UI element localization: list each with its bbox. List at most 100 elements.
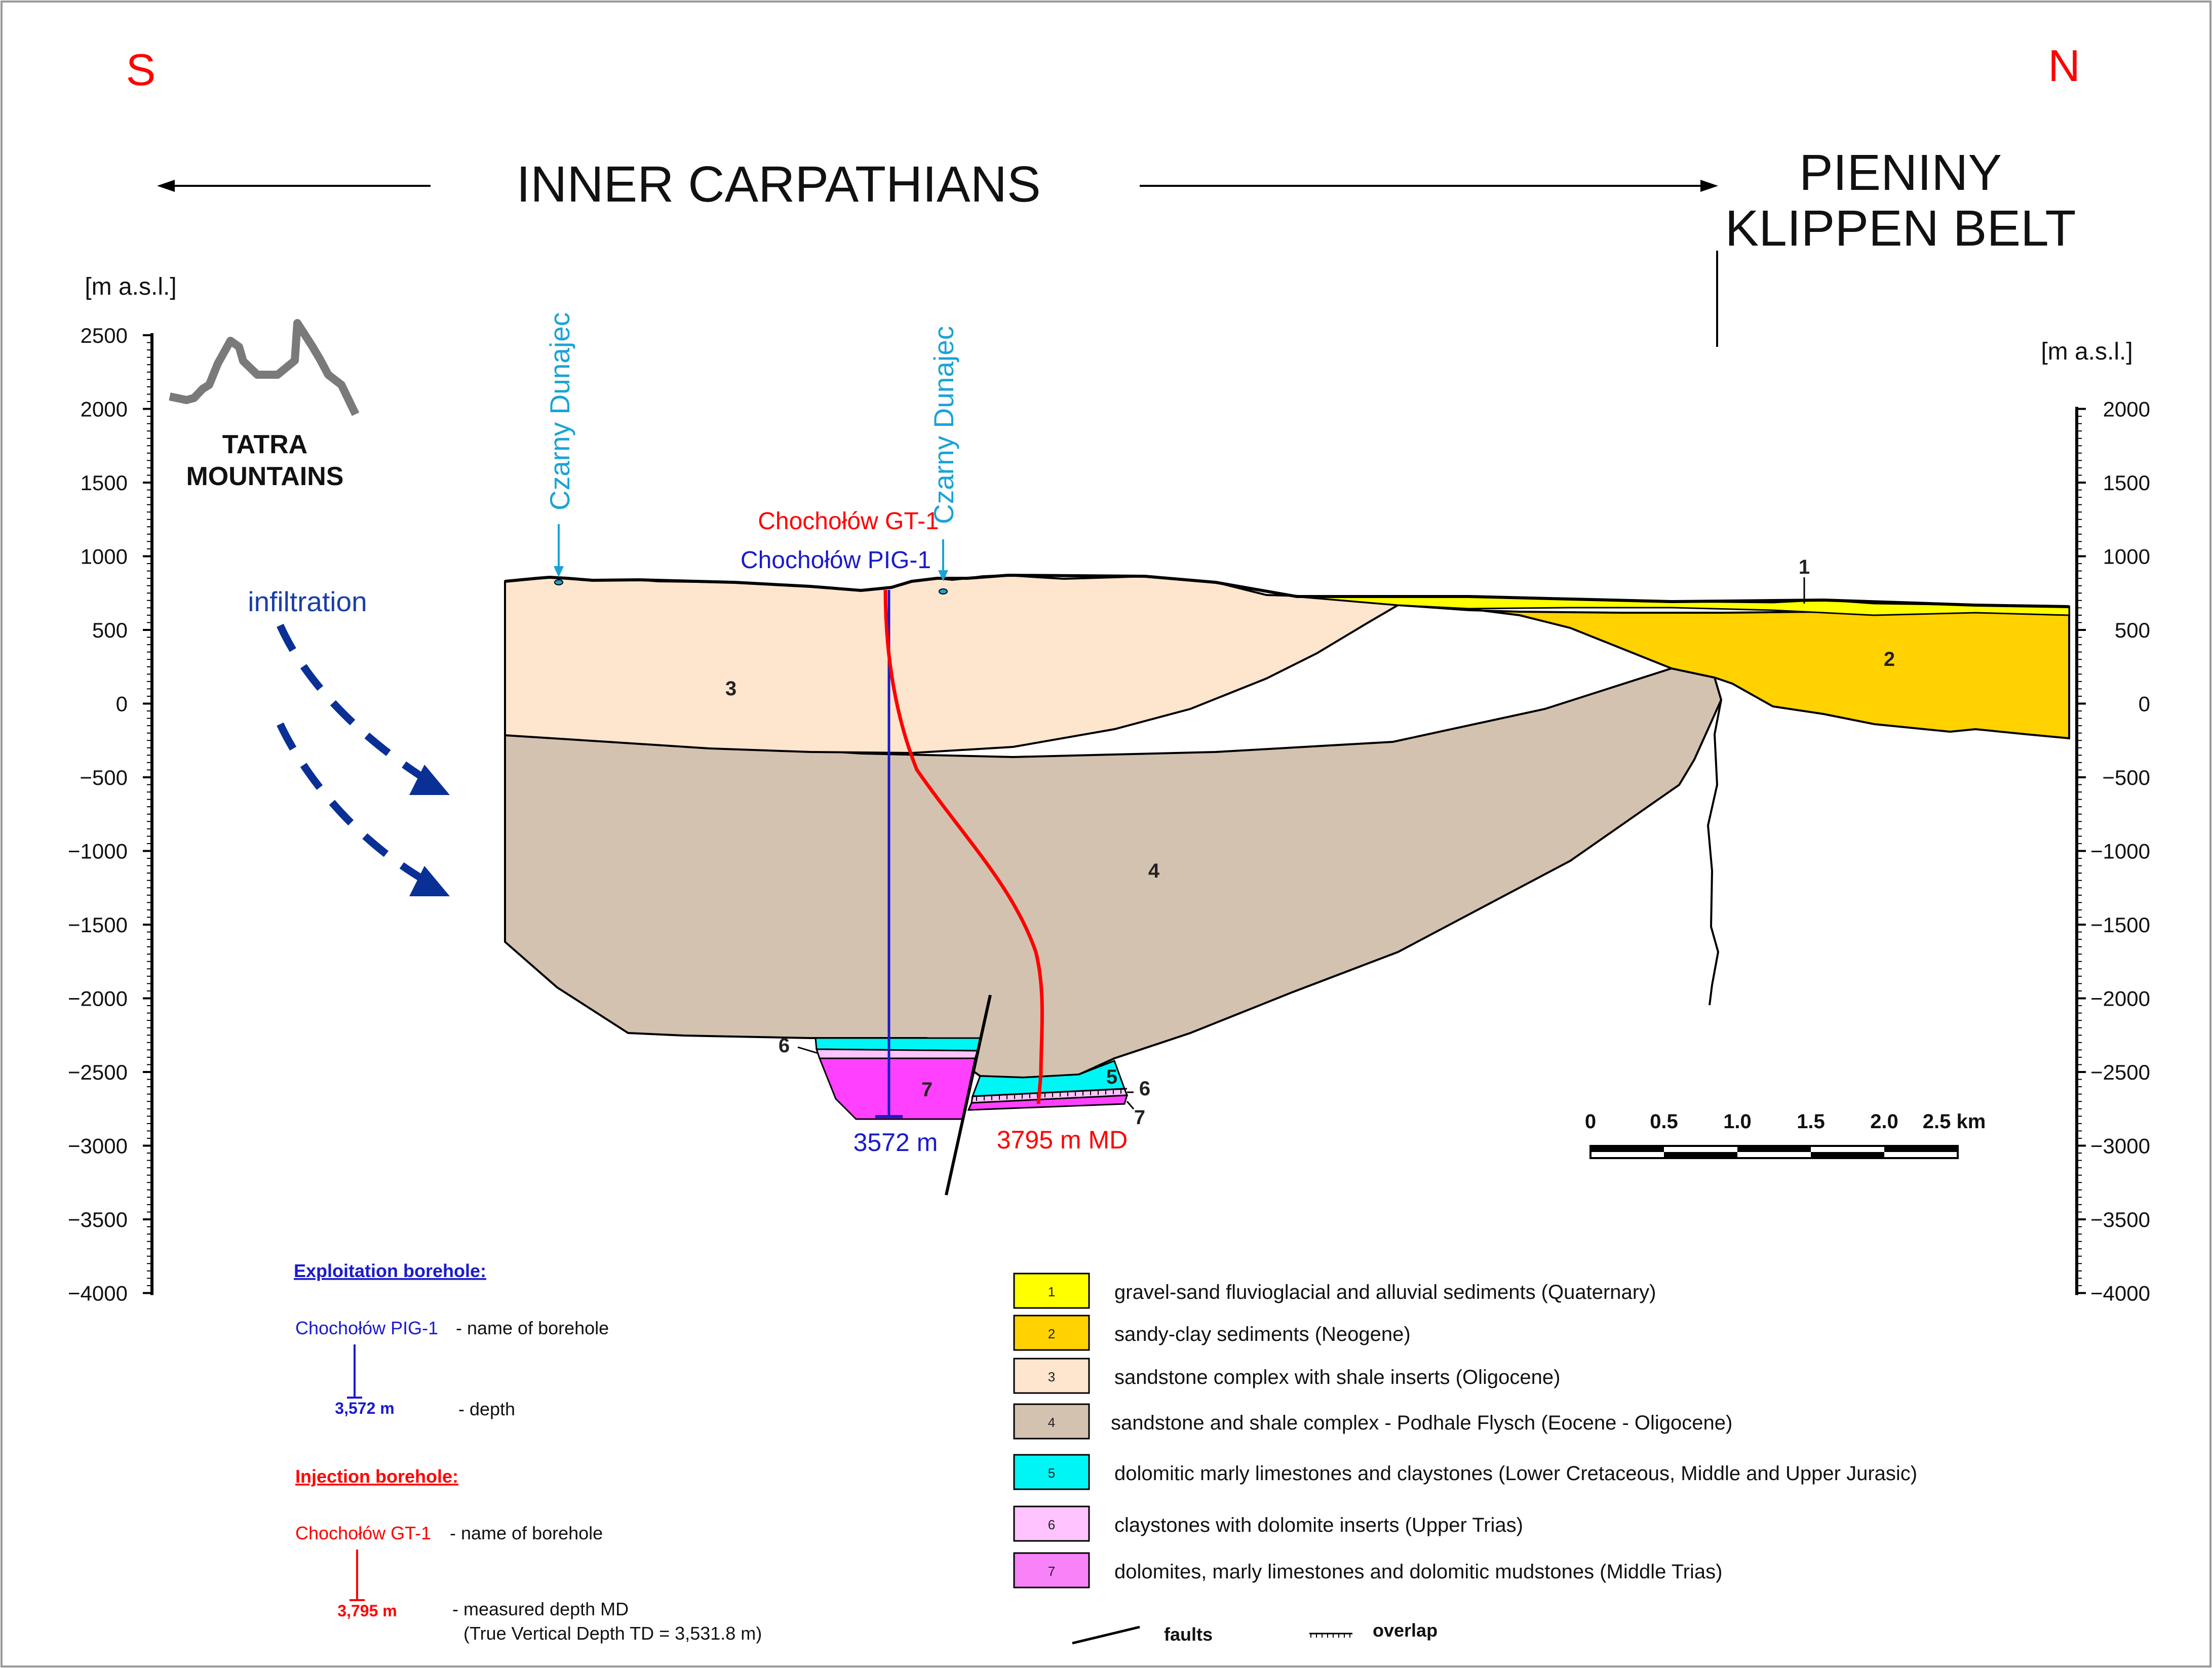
legend-number-4: 4 bbox=[1048, 1415, 1055, 1430]
injection-legend-depth: 3,795 m bbox=[337, 1602, 397, 1620]
tatra-label-line2: MOUNTAINS bbox=[186, 462, 343, 491]
infiltration-label: infiltration bbox=[248, 586, 367, 617]
legend-text-5: dolomitic marly limestones and claystone… bbox=[1114, 1462, 1917, 1485]
pig1-depth-label: 3572 m bbox=[853, 1128, 938, 1157]
unit-3-number: 3 bbox=[725, 678, 736, 700]
legend-swatch-5 bbox=[1013, 1454, 1090, 1490]
left-axis-tick-label: 1500 bbox=[81, 471, 128, 495]
left-axis-tick-label: −500 bbox=[80, 766, 128, 789]
river-label-right: Czarny Dunajec bbox=[928, 326, 959, 524]
scale-bar-segment bbox=[1664, 1152, 1737, 1158]
faults-legend-symbol bbox=[1072, 1625, 1140, 1645]
right-axis-tick-label: −2500 bbox=[2090, 1060, 2150, 1084]
unit-6-left-block bbox=[815, 1048, 979, 1059]
scale-bar-segment bbox=[1590, 1146, 1664, 1152]
right-axis-tick-label: −1000 bbox=[2090, 840, 2150, 863]
legend-number-1: 1 bbox=[1048, 1284, 1055, 1299]
gt1-depth-label: 3795 m MD bbox=[997, 1126, 1128, 1154]
left-axis-unit: [m a.s.l.] bbox=[85, 273, 176, 300]
legend-text-3: sandstone complex with shale inserts (Ol… bbox=[1114, 1366, 1560, 1388]
tatra-label-line1: TATRA bbox=[222, 430, 307, 459]
unit-2-number: 2 bbox=[1884, 648, 1895, 670]
right-axis-tick-label: 1000 bbox=[2103, 545, 2150, 569]
river-label-left: Czarny Dunajec bbox=[544, 312, 575, 510]
overlap-legend-label: overlap bbox=[1373, 1620, 1438, 1641]
unit-6-leader-left bbox=[797, 1046, 819, 1054]
legend-text-1: gravel-sand fluvioglacial and alluvial s… bbox=[1114, 1281, 1656, 1303]
left-axis-tick-label: 2000 bbox=[81, 398, 128, 421]
unit-7-leader-right bbox=[1126, 1101, 1135, 1109]
scale-tick-label: 0 bbox=[1585, 1110, 1596, 1133]
right-axis-tick-label: −1500 bbox=[2090, 913, 2150, 937]
injection-legend-borehole-symbol bbox=[350, 1550, 365, 1601]
injection-legend-tvd: (True Vertical Depth TD = 3,531.8 m) bbox=[463, 1623, 762, 1644]
scale-tick-label: 0.5 bbox=[1650, 1110, 1678, 1133]
injection-legend-depth-desc: - measured depth MD bbox=[452, 1599, 629, 1619]
legend-number-3: 3 bbox=[1048, 1369, 1055, 1384]
right-axis-tick-label: 0 bbox=[2139, 692, 2150, 716]
legend-text-4: sandstone and shale complex - Podhale Fl… bbox=[1111, 1412, 1732, 1434]
right-axis-tick-label: 1500 bbox=[2103, 471, 2150, 495]
gt1-name-label: Chochołów GT-1 bbox=[758, 508, 939, 535]
south-label: S bbox=[126, 45, 156, 95]
unit-7-left-block bbox=[818, 1057, 976, 1120]
inner-carpathians-title: INNER CARPATHIANS bbox=[516, 156, 1040, 213]
injection-legend-name: Chochołów GT-1 bbox=[295, 1523, 431, 1543]
region-right-arrow bbox=[1140, 180, 1718, 192]
left-axis-tick-label: 0 bbox=[116, 692, 128, 716]
unit-6-number-right: 6 bbox=[1139, 1078, 1150, 1100]
legend-swatch-3 bbox=[1013, 1358, 1090, 1394]
left-axis-tick-label: −2500 bbox=[68, 1060, 128, 1084]
legend-number-5: 5 bbox=[1048, 1465, 1055, 1481]
right-axis-tick-label: −500 bbox=[2102, 766, 2150, 789]
right-axis-tick-label: −4000 bbox=[2090, 1282, 2150, 1305]
unit-7-number-left: 7 bbox=[921, 1079, 933, 1101]
exploitation-legend-name: Chochołów PIG-1 bbox=[295, 1318, 438, 1338]
unit-4-number: 4 bbox=[1148, 860, 1160, 882]
legend-swatch-7 bbox=[1013, 1552, 1090, 1588]
infiltration-arrow-upper bbox=[277, 623, 450, 795]
right-axis-tick-label: 2000 bbox=[2103, 398, 2150, 421]
left-axis-tick-label: −2000 bbox=[68, 987, 128, 1011]
left-axis-tick-label: −1000 bbox=[68, 840, 128, 863]
infiltration-arrow-lower bbox=[277, 722, 450, 896]
left-axis-tick-label: −3500 bbox=[68, 1208, 128, 1232]
tatra-mountains-icon bbox=[169, 319, 360, 416]
legend-swatch-4 bbox=[1013, 1403, 1090, 1440]
unit-3-oligocene-sandstone bbox=[504, 574, 1402, 754]
right-axis-tick-label: −2000 bbox=[2090, 987, 2150, 1011]
north-label: N bbox=[2048, 41, 2080, 91]
left-elevation-axis: [m a.s.l.] 25002000150010005000−500−1000… bbox=[68, 273, 177, 1305]
pig1-name-label: Chochołów PIG-1 bbox=[741, 547, 931, 574]
right-axis-unit: [m a.s.l.] bbox=[2041, 338, 2132, 365]
legend-text-7: dolomites, marly limestones and dolomiti… bbox=[1114, 1561, 1722, 1583]
scale-tick-label: 1.0 bbox=[1723, 1110, 1752, 1133]
legend-swatch-6 bbox=[1013, 1505, 1090, 1542]
legend-text-2: sandy-clay sediments (Neogene) bbox=[1114, 1323, 1411, 1345]
right-axis-tick-label: −3000 bbox=[2090, 1134, 2150, 1158]
mesozoic-fault-line bbox=[945, 995, 992, 1196]
exploitation-legend-borehole-symbol bbox=[347, 1344, 362, 1399]
river-marker-left bbox=[554, 524, 564, 585]
right-elevation-axis: [m a.s.l.] 2000150010005000−500−1000−150… bbox=[2041, 338, 2150, 1305]
unit-6-number-left: 6 bbox=[779, 1035, 790, 1057]
lithology-legend: 1 gravel-sand fluvioglacial and alluvial … bbox=[1013, 1273, 1917, 1588]
unit-7-right-block bbox=[967, 1094, 1129, 1111]
unit-7-number-right: 7 bbox=[1134, 1106, 1145, 1129]
scale-bar-segment bbox=[1884, 1146, 1958, 1152]
left-axis-tick-label: 2500 bbox=[81, 324, 128, 347]
legend-number-7: 7 bbox=[1048, 1564, 1055, 1579]
scale-bar-segment bbox=[1811, 1152, 1884, 1158]
right-axis-tick-label: −3500 bbox=[2090, 1208, 2150, 1232]
region-left-arrow bbox=[157, 180, 431, 192]
exploitation-legend-title: Exploitation borehole: bbox=[294, 1260, 486, 1281]
scale-end-label: 2.5 km bbox=[1923, 1110, 1986, 1133]
left-axis-tick-label: −4000 bbox=[68, 1282, 128, 1305]
overlap-line bbox=[972, 1088, 1128, 1101]
topographic-surface bbox=[505, 573, 2070, 608]
unit-1-number: 1 bbox=[1799, 556, 1810, 578]
injection-legend-name-desc: - name of borehole bbox=[450, 1523, 603, 1543]
